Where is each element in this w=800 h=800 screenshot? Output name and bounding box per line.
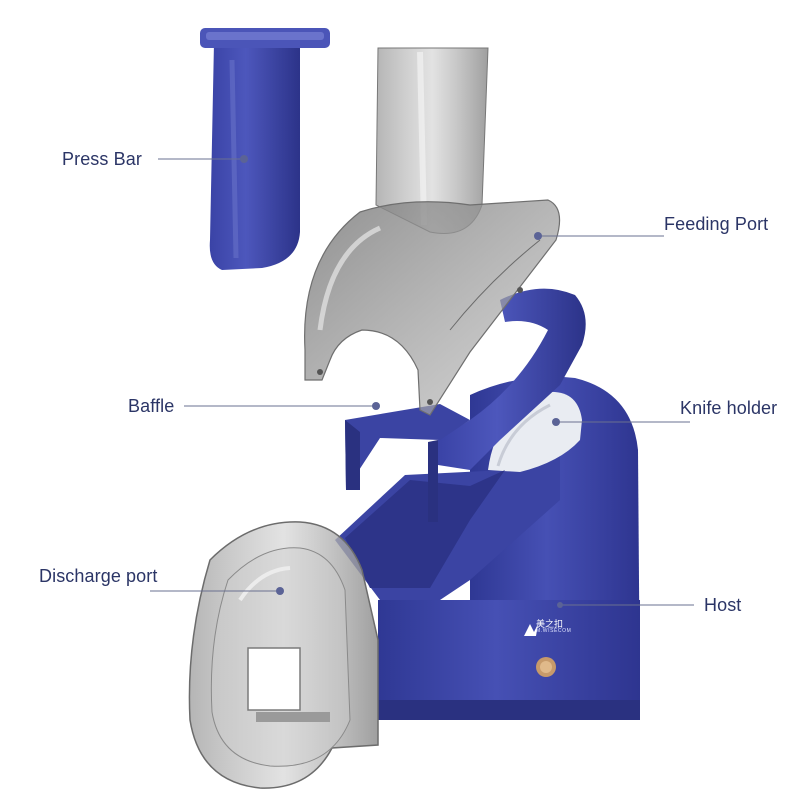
feeding-port-dot	[534, 232, 542, 240]
brand-name: 美之扣	[536, 620, 564, 630]
label-discharge-port: Discharge port	[39, 566, 158, 586]
feeding-port-part	[304, 47, 561, 416]
label-press-bar: Press Bar	[62, 149, 142, 169]
discharge-port-part	[188, 521, 379, 789]
baffle-part	[345, 288, 586, 522]
knife-holder-dot	[552, 418, 560, 426]
press-bar-dot	[240, 155, 248, 163]
label-feeding-port: Feeding Port	[664, 214, 769, 234]
brand-logo: 美之扣 M.WISECOM	[522, 616, 582, 638]
baffle-dot	[372, 402, 380, 410]
leader-dots	[240, 155, 563, 608]
discharge-port-dot	[276, 587, 284, 595]
label-knife-holder: Knife holder	[680, 398, 778, 418]
press-bar-part	[200, 28, 330, 270]
label-baffle: Baffle	[128, 396, 175, 416]
brand-tagline: M.WISECOM	[536, 628, 572, 634]
host-dot	[557, 602, 563, 608]
host-body	[335, 376, 640, 720]
leader-lines	[150, 158, 694, 606]
label-host: Host	[704, 595, 742, 615]
